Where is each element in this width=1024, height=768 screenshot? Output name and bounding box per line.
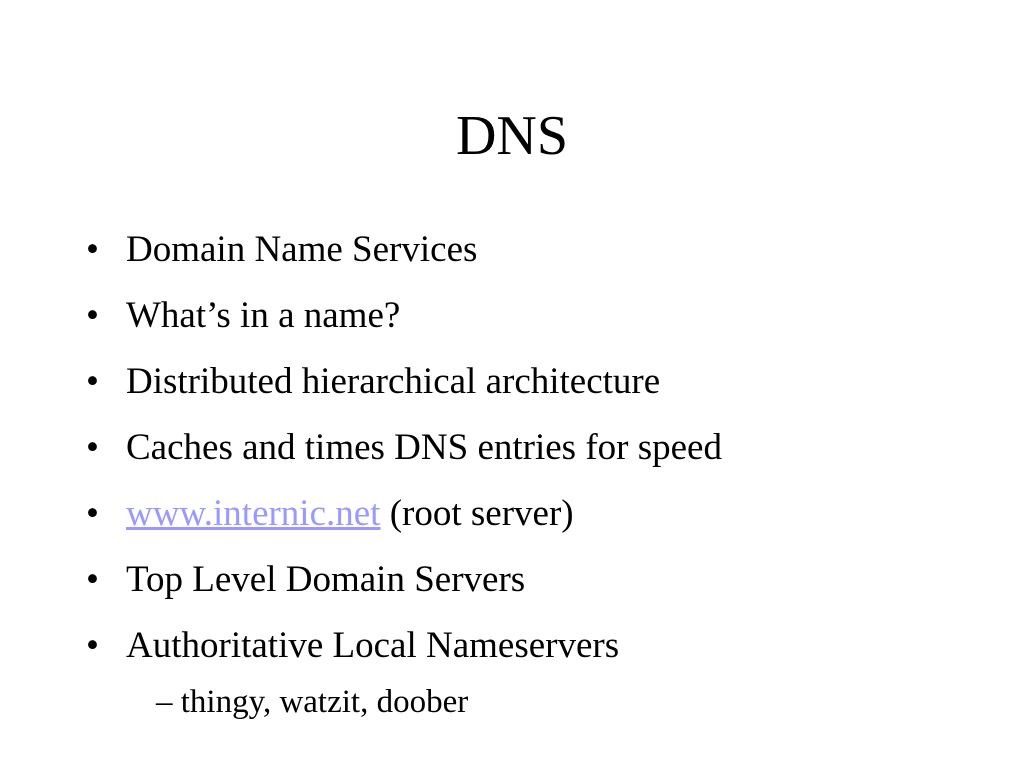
bullet-marker: • — [86, 361, 99, 402]
bullet-marker: • — [86, 559, 99, 600]
bullet-item: • Authoritative Local Nameservers — [86, 622, 986, 688]
slide-title: DNS — [455, 105, 569, 167]
bullet-text: Caches and times DNS entries for speed — [126, 427, 722, 468]
bullet-text: Authoritative Local Nameservers — [126, 625, 620, 666]
bullet-marker: • — [86, 427, 99, 468]
bullet-item: • www.internic.net (root server) — [86, 490, 986, 556]
bullet-text: Domain Name Services — [126, 229, 478, 270]
bullet-list: • Domain Name Services • What’s in a nam… — [86, 226, 986, 724]
sub-bullet-marker: – — [156, 684, 173, 720]
internic-link[interactable]: www.internic.net — [126, 493, 381, 534]
bullet-text: (root server) — [380, 493, 574, 534]
bullet-marker: • — [86, 295, 99, 336]
bullet-item: • What’s in a name? — [86, 292, 986, 358]
bullet-text: Top Level Domain Servers — [126, 559, 526, 600]
bullet-text: What’s in a name? — [126, 295, 401, 336]
bullet-marker: • — [86, 625, 99, 666]
sub-bullet-text: thingy, watzit, doober — [172, 684, 469, 720]
bullet-item: • Domain Name Services — [86, 226, 986, 292]
bullet-item: • Distributed hierarchical architecture — [86, 358, 986, 424]
bullet-item: • Top Level Domain Servers — [86, 556, 986, 622]
bullet-text: Distributed hierarchical architecture — [126, 361, 661, 402]
sub-bullet-item: – thingy, watzit, doober — [86, 680, 986, 724]
bullet-marker: • — [86, 229, 99, 270]
bullet-item: • Caches and times DNS entries for speed — [86, 424, 986, 490]
bullet-marker: • — [86, 493, 99, 534]
